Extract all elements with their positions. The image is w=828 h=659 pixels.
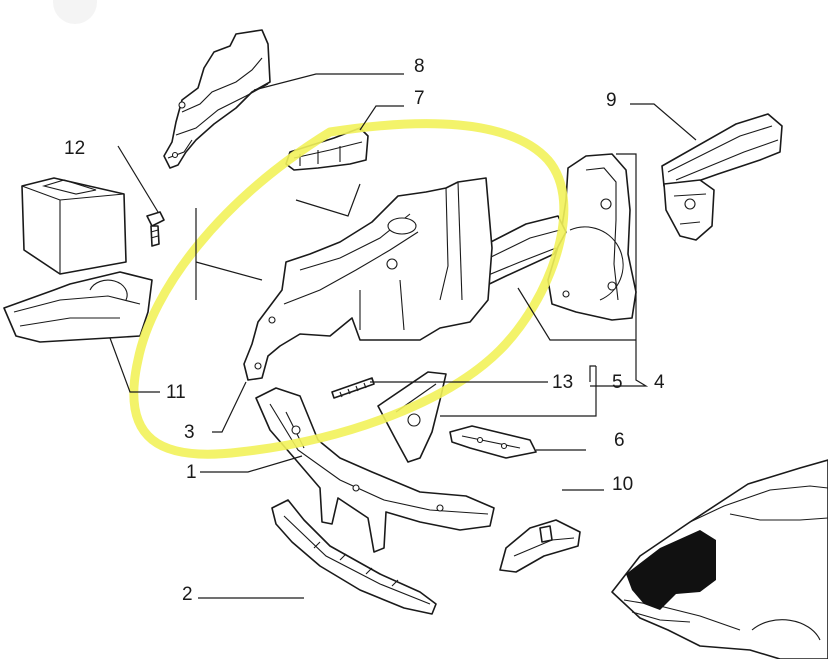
label-4: 4 xyxy=(654,372,665,393)
part-13-pin xyxy=(331,377,375,399)
label-10: 10 xyxy=(612,474,633,495)
part-3-front-panel xyxy=(243,177,493,381)
label-2: 2 xyxy=(182,584,193,605)
battery xyxy=(21,177,127,275)
part-7-bracket xyxy=(285,127,369,171)
label-11: 11 xyxy=(166,382,186,403)
label-3: 3 xyxy=(184,422,195,443)
car-highlighted-structure xyxy=(626,530,716,610)
part-10-bracket xyxy=(499,519,581,573)
part-4-wheelhouse xyxy=(547,153,637,321)
part-11-battery-tray xyxy=(3,271,153,343)
label-6: 6 xyxy=(614,430,625,451)
label-13: 13 xyxy=(552,372,573,393)
part-6-bracket xyxy=(449,425,537,459)
highlight-circle xyxy=(129,119,569,459)
part-2-lower-crossmember xyxy=(271,499,437,615)
part-9-crossbeam xyxy=(661,113,783,241)
label-8: 8 xyxy=(414,56,425,77)
part-12-bolt xyxy=(146,211,165,247)
label-5: 5 xyxy=(612,372,623,393)
leader-lines xyxy=(109,73,697,599)
label-9: 9 xyxy=(606,90,617,111)
label-1: 1 xyxy=(186,462,197,483)
car-silhouette xyxy=(611,459,828,659)
corner-shadow xyxy=(53,0,97,24)
label-12: 12 xyxy=(64,138,85,159)
part-8-bracket xyxy=(163,29,271,169)
callout-labels: 8 7 9 12 13 5 4 11 3 6 1 10 2 xyxy=(64,56,665,605)
label-7: 7 xyxy=(414,88,425,109)
